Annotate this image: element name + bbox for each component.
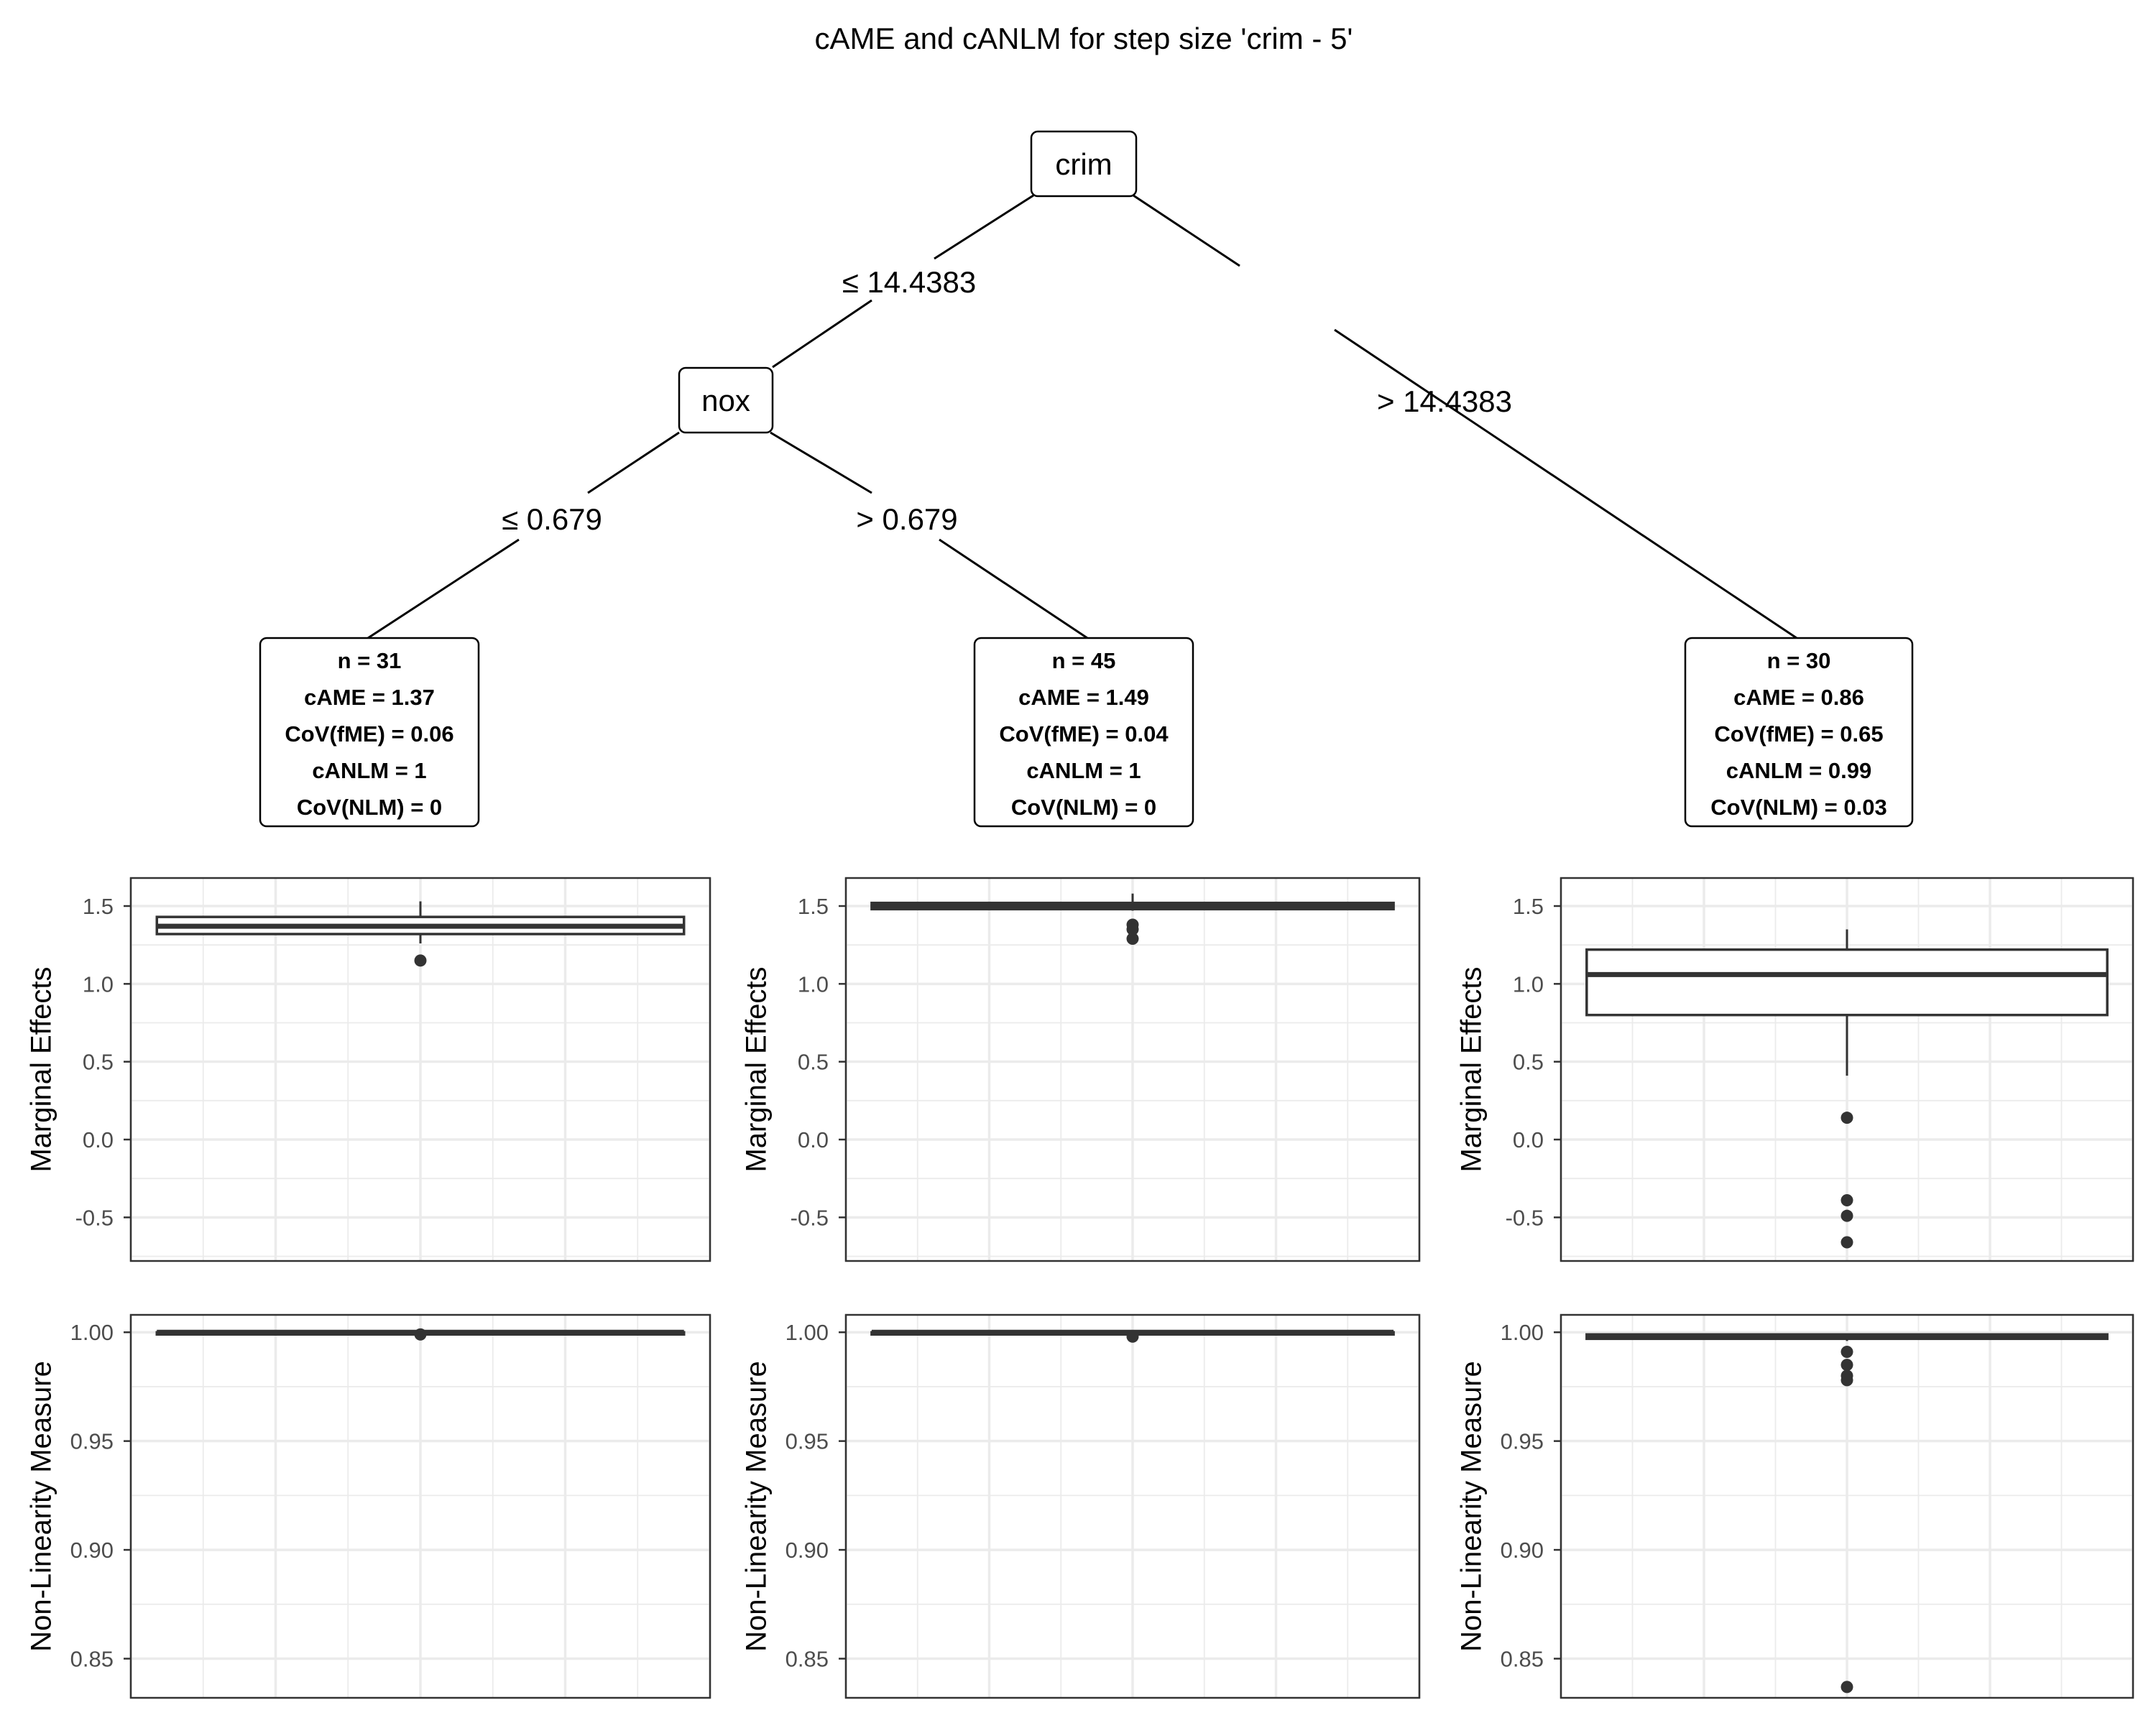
panel-border — [1560, 1313, 2134, 1699]
leaf-3-line-2: cAME = 0.86 — [1733, 685, 1864, 710]
y-axis-title: Marginal Effects — [26, 966, 57, 1172]
edge-label-nox-right: > 0.679 — [856, 502, 957, 536]
leaf-1-line-3: CoV(fME) = 0.06 — [285, 721, 453, 747]
leaf-2-line-5: CoV(NLM) = 0 — [1011, 795, 1156, 820]
tree-edge-2 — [772, 299, 872, 369]
y-tick-label: 0.95 — [70, 1429, 114, 1454]
y-tick-label: 1.00 — [786, 1320, 829, 1345]
y-tick-label: 0.95 — [1501, 1429, 1544, 1454]
panel-border — [844, 1313, 1421, 1699]
outlier-point — [1841, 1359, 1853, 1372]
tree-edge-8 — [939, 538, 1088, 639]
edge-label-crim-right: > 14.4383 — [1377, 384, 1512, 418]
y-tick-label: 0.5 — [1513, 1050, 1544, 1075]
y-axis-title: Marginal Effects — [1456, 966, 1488, 1172]
tree-edge-6 — [367, 538, 520, 639]
leaf-2-line-2: cAME = 1.49 — [1018, 685, 1149, 710]
me-panel-2: 1.5 1.0 0.5 0.0 -0.5 Marginal Effects — [741, 877, 1421, 1262]
y-tick-label: 1.5 — [1513, 894, 1544, 919]
edge-label-nox-left: ≤ 0.679 — [502, 502, 602, 536]
node-crim-box — [1030, 130, 1138, 198]
outlier-point — [1841, 1374, 1853, 1387]
nlm-panel-3: 1.00 0.95 0.90 0.85 Non-Linearity Measure — [1456, 1313, 2134, 1699]
outlier-point — [414, 954, 427, 967]
panel-border — [844, 877, 1421, 1262]
y-tick-label: -0.5 — [1506, 1205, 1544, 1230]
outlier-point — [1126, 1330, 1139, 1343]
leaf-1-box — [259, 637, 480, 828]
panels-layer: 1.5 1.0 0.5 0.0 -0.5 Marginal Effects 1.5 1.0 0.… — [26, 877, 2134, 1699]
nlm-panel-2: 1.00 0.95 0.90 0.85 Non-Linearity Measure — [741, 1313, 1421, 1699]
outlier-point — [1126, 933, 1139, 945]
y-tick-label: 0.95 — [786, 1429, 829, 1454]
tree-edge-3 — [1133, 194, 1240, 267]
outlier-point — [1841, 1194, 1853, 1206]
leaf-3-line-3: CoV(fME) = 0.65 — [1714, 721, 1883, 747]
leaf-3-line-4: cANLM = 0.99 — [1726, 758, 1871, 783]
leaf-1-line-5: CoV(NLM) = 0 — [297, 795, 442, 820]
tree-edge-5 — [587, 431, 680, 494]
nlm-panel-1: 1.00 0.95 0.90 0.85 Non-Linearity Measure — [26, 1313, 711, 1699]
panel-border — [129, 877, 711, 1262]
outlier-point — [1841, 1112, 1853, 1124]
y-tick-label: 0.0 — [798, 1127, 829, 1152]
y-tick-label: 1.00 — [70, 1320, 114, 1345]
panel-border — [1560, 877, 2134, 1262]
leaf-3-line-1: n = 30 — [1767, 648, 1831, 673]
tree-edge-4 — [1334, 328, 1797, 639]
leaf-3-line-5: CoV(NLM) = 0.03 — [1710, 795, 1886, 820]
tree-edge-7 — [770, 431, 872, 494]
y-tick-label: 1.5 — [798, 894, 829, 919]
node-nox-box — [678, 366, 774, 434]
chart-title: cAME and cANLM for step size 'crim - 5' — [815, 22, 1353, 55]
y-tick-label: 0.85 — [70, 1646, 114, 1671]
leaf-3-box — [1684, 637, 1914, 828]
y-tick-label: 0.85 — [786, 1646, 829, 1671]
y-tick-label: 1.0 — [1513, 971, 1544, 997]
leaf-1-line-2: cAME = 1.37 — [304, 685, 435, 710]
y-tick-label: 1.5 — [83, 894, 114, 919]
leaf-1-line-4: cANLM = 1 — [312, 758, 426, 783]
y-tick-label: 0.0 — [83, 1127, 114, 1152]
y-axis-title: Non-Linearity Measure — [1456, 1361, 1488, 1652]
outlier-point — [1841, 1681, 1853, 1694]
leaf-2-box — [973, 637, 1194, 828]
leaf-1-line-1: n = 31 — [338, 648, 402, 673]
y-tick-label: 1.0 — [83, 971, 114, 997]
leaf-2-line-1: n = 45 — [1052, 648, 1116, 673]
y-tick-label: 0.90 — [786, 1538, 829, 1563]
y-axis-title: Marginal Effects — [741, 966, 773, 1172]
y-tick-label: 1.0 — [798, 971, 829, 997]
box-iqr — [1585, 948, 2109, 1017]
y-tick-label: 0.5 — [83, 1050, 114, 1075]
edge-label-crim-left: ≤ 14.4383 — [842, 265, 977, 299]
y-tick-label: 0.0 — [1513, 1127, 1544, 1152]
node-nox-label: nox — [701, 384, 750, 417]
leaf-2-line-4: cANLM = 1 — [1026, 758, 1141, 783]
outlier-point — [1841, 1236, 1853, 1249]
panel-border — [129, 1313, 711, 1699]
outlier-point — [1841, 1209, 1853, 1222]
outlier-point — [1841, 1345, 1853, 1358]
y-tick-label: -0.5 — [75, 1205, 114, 1230]
y-axis-title: Non-Linearity Measure — [741, 1361, 773, 1652]
tree-edge-1 — [934, 194, 1034, 260]
tree-layer: crim nox ≤ 14.4383 > 14.4383 ≤ 0.679 > 0.679 n… — [259, 130, 1914, 828]
y-tick-label: 0.85 — [1501, 1646, 1544, 1671]
y-tick-label: -0.5 — [791, 1205, 829, 1230]
y-tick-label: 1.00 — [1501, 1320, 1544, 1345]
y-tick-label: 0.5 — [798, 1050, 829, 1075]
y-tick-label: 0.90 — [1501, 1538, 1544, 1563]
me-panel-1: 1.5 1.0 0.5 0.0 -0.5 Marginal Effects — [26, 877, 711, 1262]
y-tick-label: 0.90 — [70, 1538, 114, 1563]
leaf-2-line-3: CoV(fME) = 0.04 — [999, 721, 1169, 747]
me-panel-3: 1.5 1.0 0.5 0.0 -0.5 Marginal Effects — [1456, 877, 2134, 1262]
y-axis-title: Non-Linearity Measure — [26, 1361, 57, 1652]
node-crim-label: crim — [1055, 147, 1112, 181]
outlier-point — [414, 1328, 427, 1341]
outlier-point — [1126, 923, 1139, 935]
